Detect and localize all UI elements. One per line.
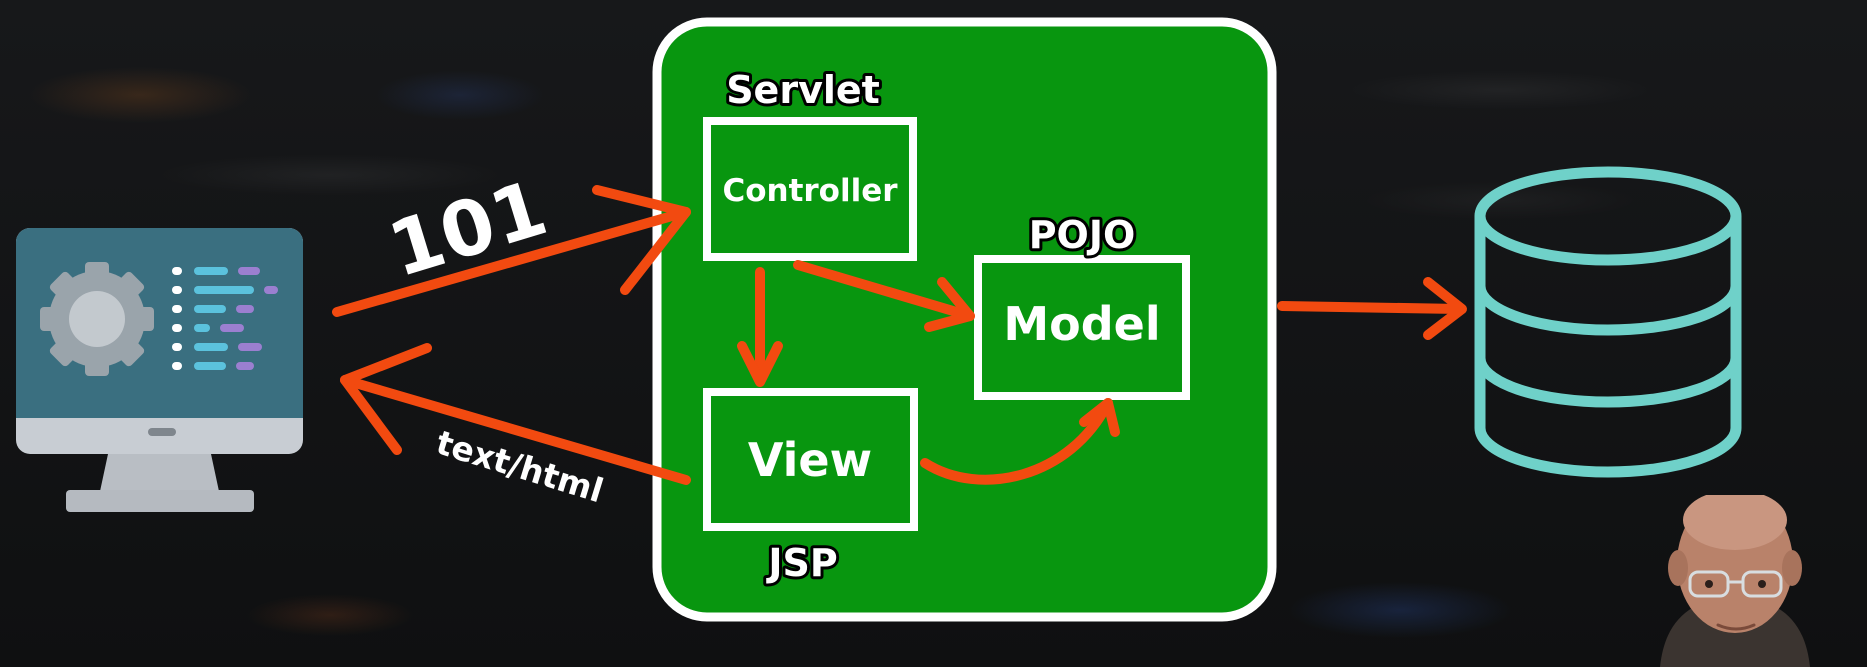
- client-computer-icon: [16, 228, 303, 512]
- gear-icon: [40, 262, 154, 376]
- view-label: View: [748, 433, 872, 487]
- controller-to-view-arrow: [737, 267, 783, 387]
- database-icon: [1474, 166, 1742, 478]
- response-arrow: [340, 343, 691, 485]
- jsp-label: JSP: [765, 541, 837, 585]
- model-label: Model: [1003, 297, 1160, 351]
- pojo-label: POJO: [1029, 213, 1136, 257]
- code-lines-icon: [172, 267, 278, 370]
- controller-label: Controller: [722, 173, 898, 209]
- model-box: [974, 255, 1190, 400]
- controller-to-model-arrow: [793, 260, 975, 332]
- view-box: [703, 388, 918, 531]
- request-payload-label: 101: [379, 163, 557, 294]
- servlet-label: Servlet: [726, 68, 880, 112]
- view-to-model-arrow: [920, 398, 1120, 485]
- controller-box: [703, 117, 917, 261]
- request-arrow: [332, 185, 691, 317]
- presenter-webcam: [1660, 495, 1810, 667]
- model-to-database-arrow: [1277, 277, 1467, 340]
